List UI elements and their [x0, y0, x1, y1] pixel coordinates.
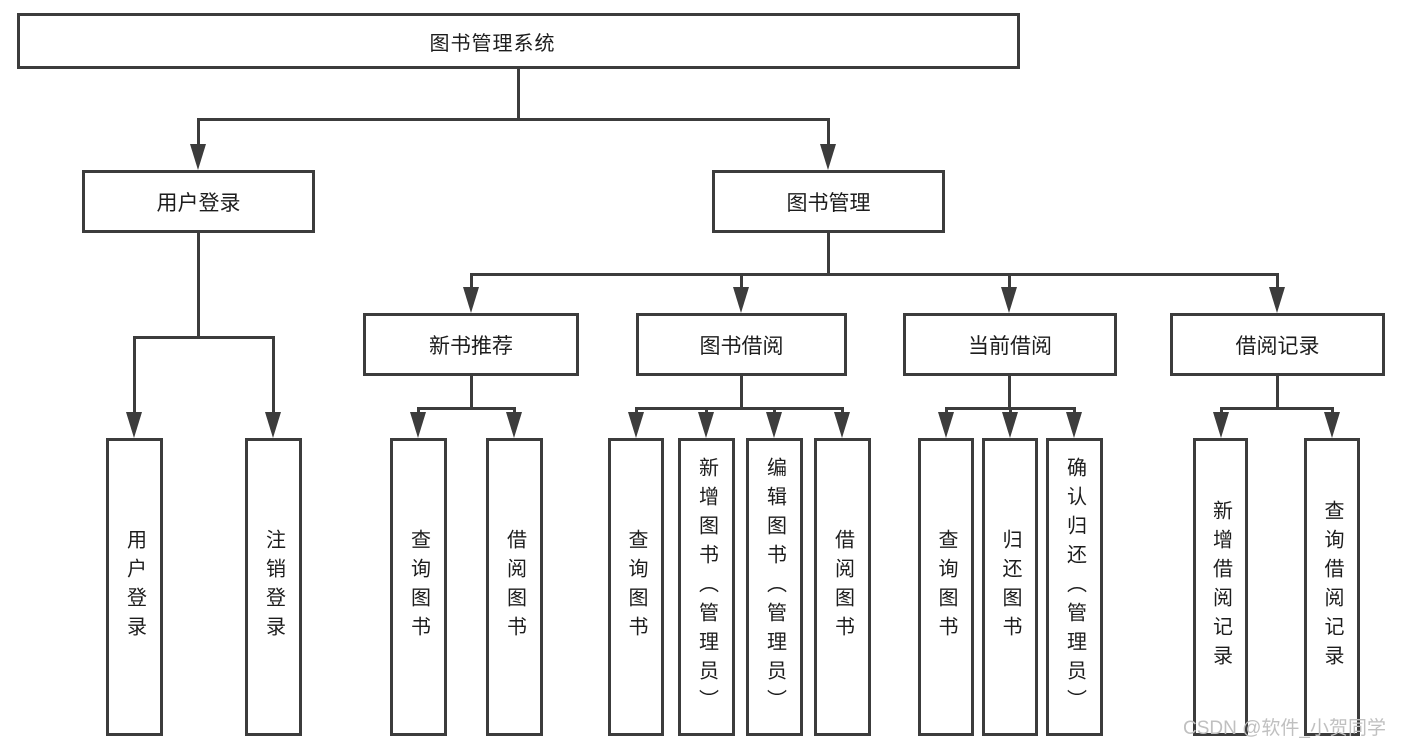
node-label: 归还图书 [999, 529, 1021, 645]
node-leaf-return-books: 归还图书 [982, 438, 1038, 736]
node-label: 查询图书 [407, 529, 430, 645]
watermark: CSDN @软件_小贺同学 [1183, 718, 1386, 739]
node-leaf-add-borrow-record: 新增借阅记录 [1193, 438, 1248, 736]
connector-line-vertical [1331, 407, 1334, 416]
connector-line-vertical [841, 407, 844, 416]
node-user-login: 用户登录 [82, 170, 315, 233]
arrow-down-icon [506, 412, 522, 438]
arrow-down-icon [1066, 412, 1082, 438]
connector-line-vertical [197, 233, 200, 336]
connector-line-vertical [197, 118, 200, 148]
connector-line-horizontal [133, 336, 275, 339]
connector-line-vertical [1008, 273, 1011, 290]
node-label: 用户登录 [123, 529, 146, 645]
node-label: 查询借阅记录 [1321, 500, 1343, 674]
connector-line-vertical [272, 336, 275, 416]
arrow-down-icon [733, 287, 749, 313]
connector-line-vertical [1276, 376, 1279, 409]
node-current-borrowing: 当前借阅 [903, 313, 1117, 376]
node-label: 借阅图书 [503, 529, 526, 645]
arrow-down-icon [463, 287, 479, 313]
connector-line-vertical [1008, 376, 1011, 409]
node-label: 图书借阅 [699, 334, 784, 358]
node-label: 新书推荐 [429, 334, 513, 358]
connector-line-vertical [1009, 407, 1012, 416]
node-label: 借阅记录 [1235, 334, 1320, 358]
arrow-down-icon [698, 412, 714, 438]
arrow-down-icon [938, 412, 954, 438]
connector-line-vertical [470, 273, 473, 290]
arrow-down-icon [126, 412, 142, 438]
connector-line-vertical [417, 407, 420, 416]
connector-line-vertical [945, 407, 948, 416]
node-leaf-query-books-borrowing: 查询图书 [608, 438, 664, 736]
node-book-borrowing: 图书借阅 [636, 313, 847, 376]
connector-line-vertical [470, 376, 473, 409]
connector-line-vertical [827, 118, 830, 148]
arrow-down-icon [265, 412, 281, 438]
node-label: 新增借阅记录 [1209, 500, 1232, 674]
node-leaf-query-borrow-record: 查询借阅记录 [1304, 438, 1360, 736]
connector-line-horizontal [197, 118, 830, 121]
connector-line-vertical [740, 273, 743, 290]
connector-line-vertical [773, 407, 776, 416]
node-label: 确认归还（管理员） [1063, 456, 1086, 718]
arrow-down-icon [834, 412, 850, 438]
node-label: 查询图书 [625, 529, 647, 645]
connector-line-vertical [1073, 407, 1076, 416]
node-leaf-user-login: 用户登录 [106, 438, 163, 736]
node-label: 注销登录 [262, 529, 285, 645]
connector-line-vertical [827, 233, 830, 276]
connector-line-horizontal [635, 407, 844, 410]
node-leaf-query-books-recommend: 查询图书 [390, 438, 447, 736]
node-borrowing-records: 借阅记录 [1170, 313, 1385, 376]
connector-line-vertical [1220, 407, 1223, 416]
connector-line-vertical [517, 69, 520, 118]
node-label: 图书管理 [786, 191, 871, 215]
node-book-management: 图书管理 [712, 170, 945, 233]
connector-line-vertical [513, 407, 516, 416]
node-label: 用户登录 [156, 191, 241, 215]
node-root: 图书管理系统 [17, 13, 1020, 69]
connector-line-vertical [705, 407, 708, 416]
node-leaf-add-books-admin: 新增图书（管理员） [678, 438, 735, 736]
node-leaf-edit-books-admin: 编辑图书（管理员） [746, 438, 803, 736]
arrow-down-icon [766, 412, 782, 438]
node-new-book-recommend: 新书推荐 [363, 313, 579, 376]
arrow-down-icon [1001, 287, 1017, 313]
node-leaf-query-books-current: 查询图书 [918, 438, 974, 736]
node-label: 编辑图书（管理员） [763, 456, 786, 718]
connector-line-vertical [635, 407, 638, 416]
arrow-down-icon [1269, 287, 1285, 313]
connector-line-vertical [133, 336, 136, 416]
node-label: 当前借阅 [968, 334, 1052, 358]
arrow-down-icon [410, 412, 426, 438]
arrow-down-icon [1324, 412, 1340, 438]
node-leaf-logout: 注销登录 [245, 438, 302, 736]
arrow-down-icon [1213, 412, 1229, 438]
node-leaf-confirm-return-admin: 确认归还（管理员） [1046, 438, 1103, 736]
node-label: 查询图书 [935, 529, 957, 645]
node-root-label: 图书管理系统 [429, 32, 556, 55]
connector-line-horizontal [417, 407, 516, 410]
connector-line-vertical [740, 376, 743, 409]
connector-line-vertical [1276, 273, 1279, 290]
node-label: 新增图书（管理员） [695, 456, 718, 718]
arrow-down-icon [628, 412, 644, 438]
connector-line-horizontal [1220, 407, 1334, 410]
node-label: 借阅图书 [831, 529, 854, 645]
connector-line-horizontal [470, 273, 1279, 276]
arrow-down-icon [820, 144, 836, 170]
node-leaf-borrow-books-recommend: 借阅图书 [486, 438, 543, 736]
node-leaf-borrow-books-borrowing: 借阅图书 [814, 438, 871, 736]
arrow-down-icon [1002, 412, 1018, 438]
arrow-down-icon [190, 144, 206, 170]
